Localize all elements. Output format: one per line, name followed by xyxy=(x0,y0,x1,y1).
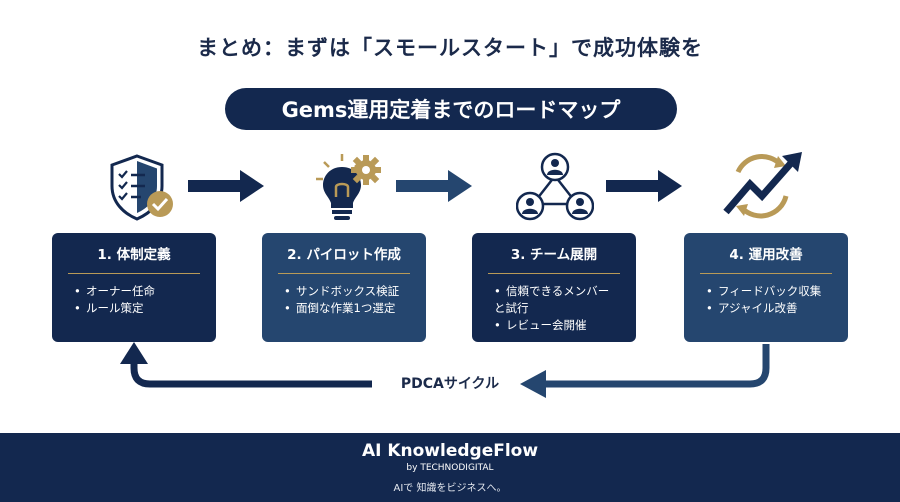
divider xyxy=(278,273,410,274)
step-title: 4. 運用改善 xyxy=(729,247,803,263)
list-item: オーナー任命 xyxy=(74,283,206,300)
list-item: 面倒な作業1つ選定 xyxy=(284,300,416,317)
step-arrow-1 xyxy=(188,170,264,202)
step-card-3: 3. チーム展開 信頼できるメンバー と試行 レビュー会開催 xyxy=(472,233,636,342)
list-item: ルール策定 xyxy=(74,300,206,317)
step-arrow-3 xyxy=(606,170,682,202)
tagline: AIで 知識をビジネスへ。 xyxy=(393,483,507,494)
shield-check-icon xyxy=(110,154,173,221)
step-card-1: 1. 体制定義 オーナー任命 ルール策定 xyxy=(52,233,216,342)
list-item-line: 信頼できるメンバー xyxy=(506,284,610,298)
divider xyxy=(488,273,620,274)
lightbulb-gear-icon xyxy=(316,154,381,220)
feedback-loop-arrow xyxy=(120,342,770,398)
list-item-line: と試行 xyxy=(494,301,529,315)
headline: まとめ：まずは「スモールスタート」で成功体験を xyxy=(197,36,703,60)
list-item: 信頼できるメンバー と試行 xyxy=(494,283,626,317)
team-network-icon xyxy=(516,152,594,221)
list-item: レビュー会開催 xyxy=(494,317,626,334)
list-item: アジャイル改善 xyxy=(706,300,838,317)
step-title: 1. 体制定義 xyxy=(97,247,171,263)
growth-cycle-icon xyxy=(723,152,802,219)
step-title: 2. パイロット作成 xyxy=(287,247,401,263)
list-item: サンドボックス検証 xyxy=(284,283,416,300)
step-card-2: 2. パイロット作成 サンドボックス検証 面倒な作業1つ選定 xyxy=(262,233,426,342)
step-title: 3. チーム展開 xyxy=(510,247,598,263)
step-arrow-2 xyxy=(396,170,472,202)
roadmap-title: Gems運用定着までのロードマップ xyxy=(225,88,677,130)
divider xyxy=(700,273,832,274)
cycle-label: PDCAサイクル xyxy=(400,376,500,392)
divider xyxy=(68,273,200,274)
brand-name: AI KnowledgeFlow xyxy=(361,441,539,461)
brand-byline: by TECHNODIGITAL xyxy=(406,463,494,473)
step-card-4: 4. 運用改善 フィードバック収集 アジャイル改善 xyxy=(684,233,848,342)
list-item: フィードバック収集 xyxy=(706,283,838,300)
footer: AI KnowledgeFlow by TECHNODIGITAL AIで 知識… xyxy=(0,433,900,502)
